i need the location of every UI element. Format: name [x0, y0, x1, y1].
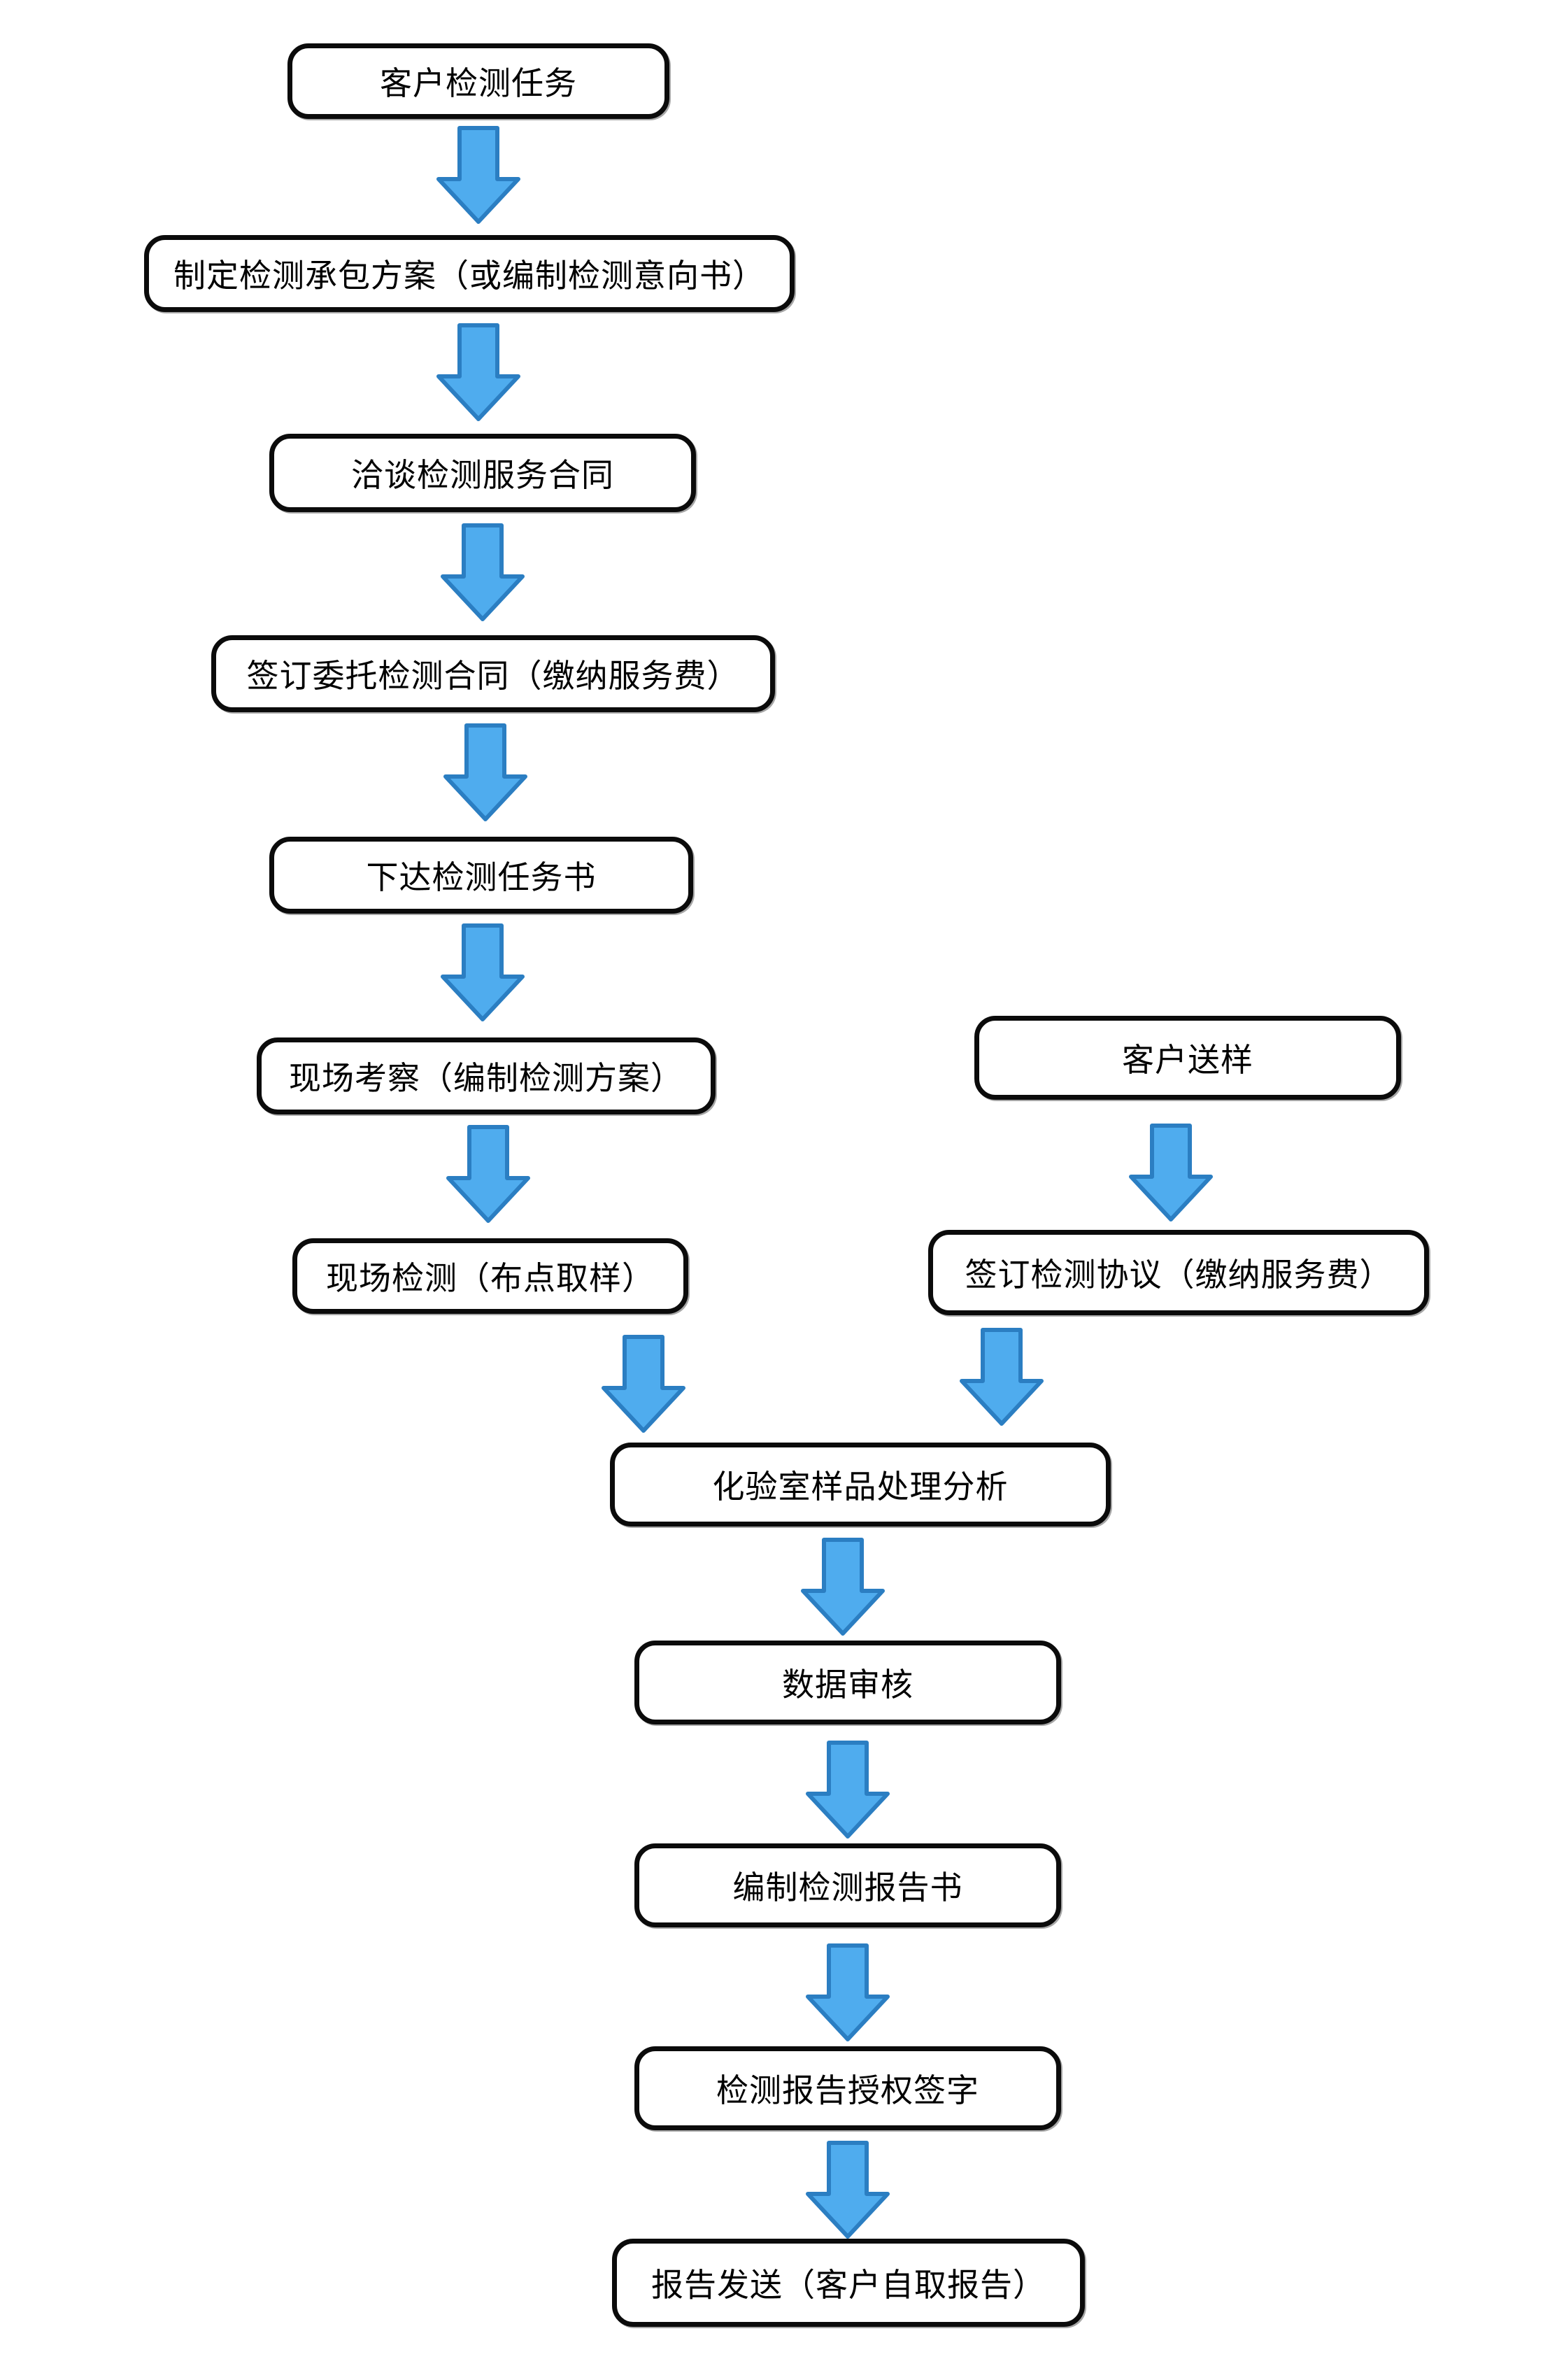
flow-node-sign-agreement: 签订检测协议（缴纳服务费）: [928, 1230, 1429, 1315]
arrow-down-icon: [806, 1741, 890, 1839]
flow-node-make-plan: 制定检测承包方案（或编制检测意向书）: [144, 235, 795, 312]
arrow-down-icon: [436, 126, 520, 224]
flow-node-data-review: 数据审核: [634, 1641, 1061, 1724]
arrow-down-icon: [441, 523, 525, 621]
flow-node-task-order: 下达检测任务书: [269, 837, 693, 914]
arrow-down-icon: [806, 1943, 890, 2041]
flow-node-site-survey: 现场考察（编制检测方案）: [257, 1037, 716, 1114]
flow-node-lab-analysis: 化验室样品处理分析: [610, 1443, 1111, 1527]
arrow-down-icon: [1129, 1124, 1213, 1221]
flow-node-customer-task: 客户检测任务: [287, 43, 669, 119]
arrow-down-icon: [446, 1125, 530, 1223]
arrow-down-icon: [602, 1335, 685, 1433]
flow-node-report-delivery: 报告发送（客户自取报告）: [612, 2239, 1085, 2327]
arrow-down-icon: [806, 2141, 890, 2239]
arrow-down-icon: [960, 1328, 1044, 1426]
flow-node-negotiate: 洽谈检测服务合同: [269, 434, 696, 512]
arrow-down-icon: [436, 323, 520, 421]
arrow-down-icon: [801, 1538, 885, 1636]
flow-node-write-report: 编制检测报告书: [634, 1843, 1061, 1927]
arrow-down-icon: [443, 723, 527, 821]
flow-node-customer-sample: 客户送样: [974, 1016, 1401, 1100]
flow-node-site-test: 现场检测（布点取样）: [292, 1238, 688, 1314]
arrow-down-icon: [441, 923, 525, 1021]
flow-node-report-sign: 检测报告授权签字: [634, 2046, 1061, 2130]
flow-node-sign-contract: 签订委托检测合同（缴纳服务费）: [211, 635, 775, 712]
